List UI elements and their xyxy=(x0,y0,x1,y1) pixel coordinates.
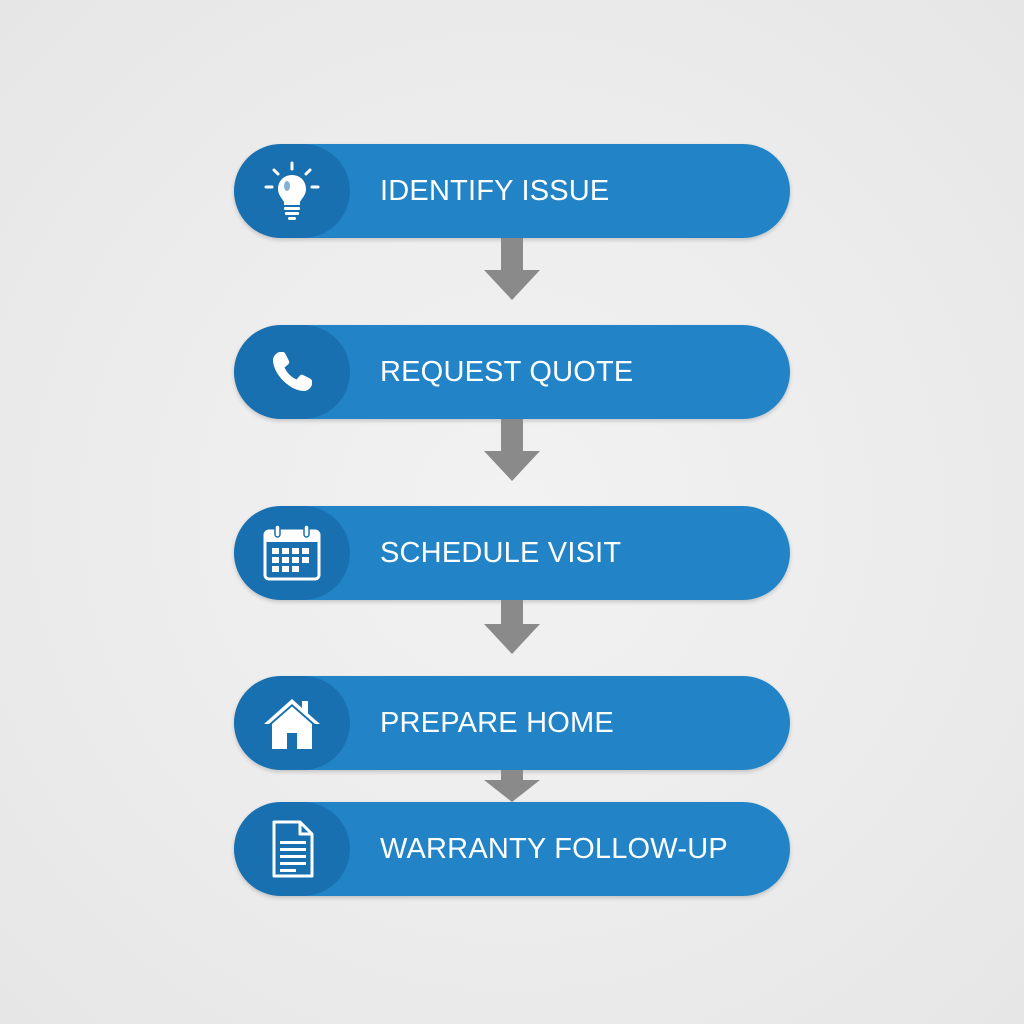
lightbulb-icon-circle xyxy=(234,144,350,238)
arrow-down xyxy=(484,600,540,654)
house-icon-circle xyxy=(234,676,350,770)
arrow-down xyxy=(484,419,540,481)
step-label: IDENTIFY ISSUE xyxy=(380,175,610,207)
arrow-down xyxy=(484,770,540,802)
step-request-quote: REQUEST QUOTE xyxy=(234,325,790,419)
lightbulb-icon xyxy=(264,161,320,220)
step-schedule-visit: SCHEDULE VISIT xyxy=(234,506,790,600)
step-warranty-follow-up: WARRANTY FOLLOW-UP xyxy=(234,802,790,896)
phone-icon-circle xyxy=(234,325,350,419)
step-identify-issue: IDENTIFY ISSUE xyxy=(234,144,790,238)
calendar-icon xyxy=(263,524,321,581)
arrow-down xyxy=(484,238,540,300)
step-label: WARRANTY FOLLOW-UP xyxy=(380,833,728,865)
document-icon xyxy=(272,820,314,878)
step-label: REQUEST QUOTE xyxy=(380,356,634,388)
step-prepare-home: PREPARE HOME xyxy=(234,676,790,770)
house-icon xyxy=(264,699,320,749)
calendar-icon-circle xyxy=(234,506,350,600)
step-label: PREPARE HOME xyxy=(380,707,614,739)
phone-icon xyxy=(273,352,312,391)
document-icon-circle xyxy=(234,802,350,896)
step-label: SCHEDULE VISIT xyxy=(380,537,622,569)
